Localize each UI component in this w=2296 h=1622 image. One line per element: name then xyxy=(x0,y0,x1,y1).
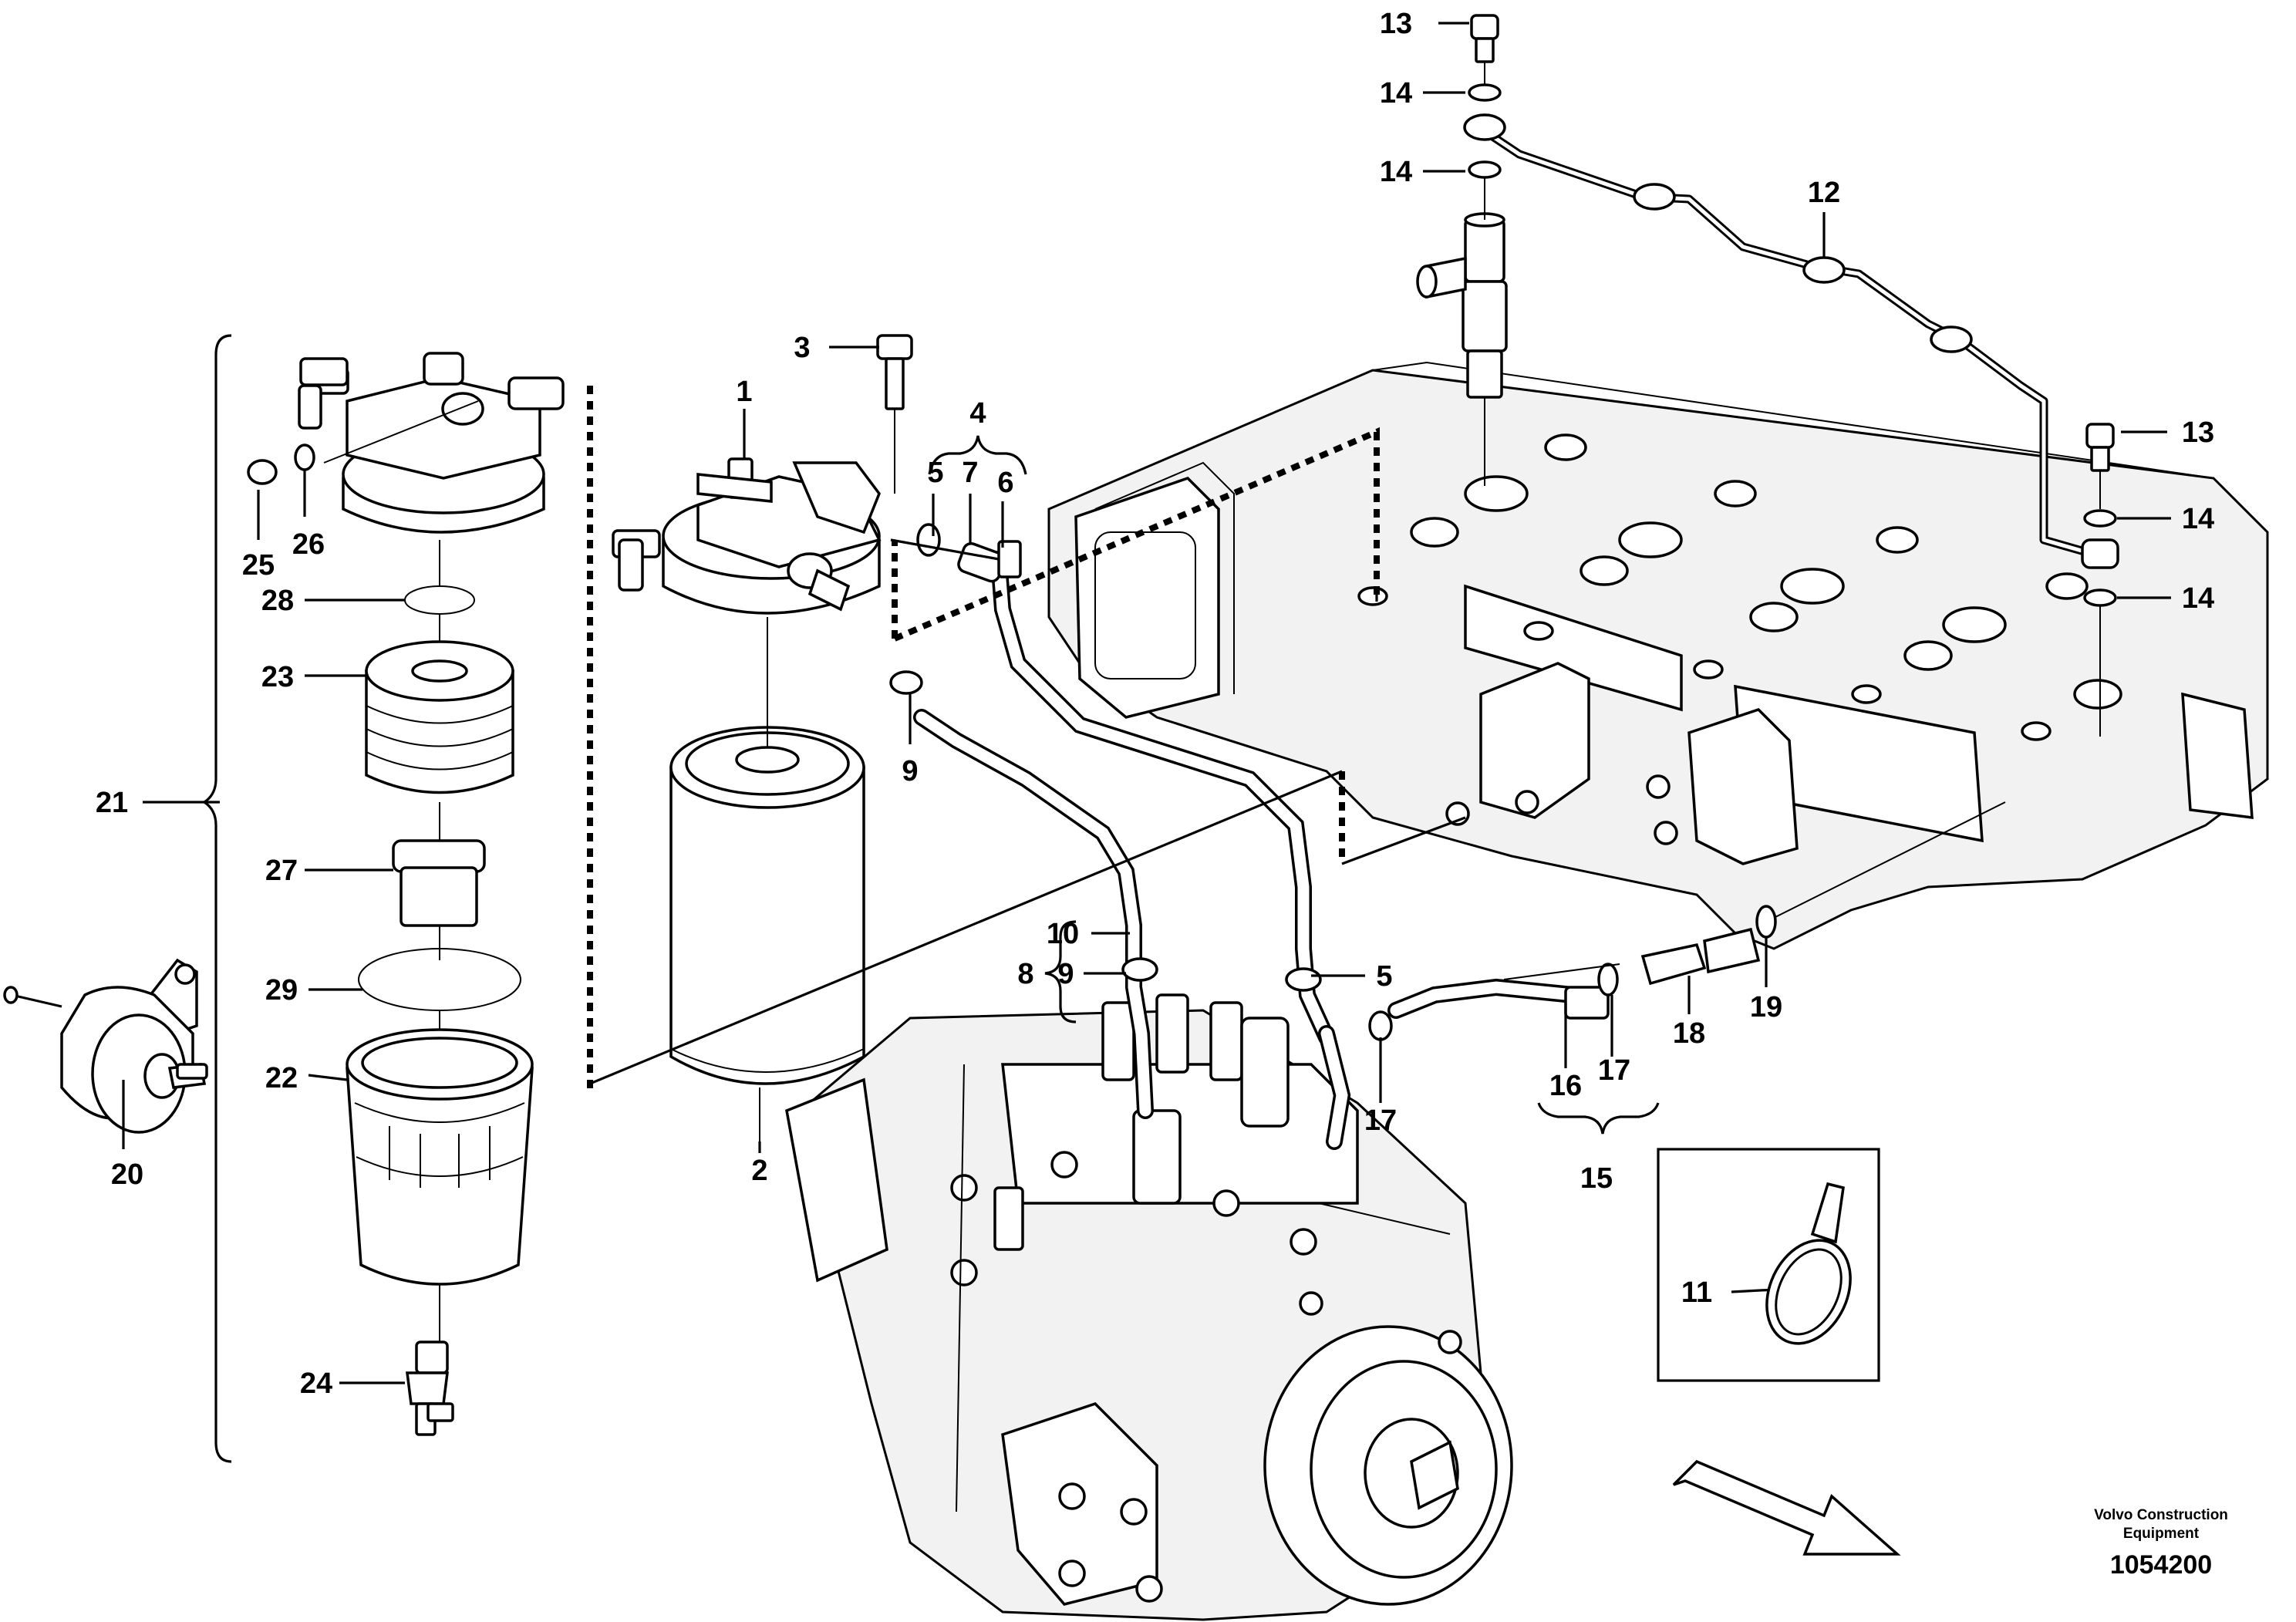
callout-labels: 1 2 3 4 5 7 6 9 10 9 8 5 17 16 17 15 18 … xyxy=(96,8,2214,1400)
brand-line-1: Volvo Construction xyxy=(2094,1507,2228,1523)
callout-14d: 14 xyxy=(2182,582,2214,615)
callout-8: 8 xyxy=(1017,958,1033,990)
fuel-pump-electric xyxy=(3,958,208,1134)
callout-2: 2 xyxy=(751,1155,767,1187)
bolt-3 xyxy=(876,334,913,494)
callout-1: 1 xyxy=(736,376,752,408)
brand-block: Volvo Construction Equipment 1054200 xyxy=(2094,1507,2228,1580)
callout-15: 15 xyxy=(1580,1162,1613,1195)
callout-13b: 13 xyxy=(2182,416,2214,449)
hose-clamps xyxy=(889,523,1619,1041)
intake-bracket xyxy=(1445,662,1799,865)
direction-arrow-icon xyxy=(1672,1459,1901,1556)
callout-14a: 14 xyxy=(1380,77,1412,110)
callout-17b: 17 xyxy=(1598,1054,1630,1087)
callout-13a: 13 xyxy=(1380,8,1412,40)
fuel-filter-main xyxy=(669,617,865,1141)
callout-26: 26 xyxy=(292,528,325,561)
callout-14b: 14 xyxy=(1380,156,1412,188)
callout-22: 22 xyxy=(265,1062,298,1094)
callout-17a: 17 xyxy=(1364,1104,1397,1137)
callout-9b: 9 xyxy=(1057,958,1074,990)
water-separator-assembly xyxy=(247,352,565,1436)
callout-11: 11 xyxy=(1681,1276,1712,1309)
callout-20: 20 xyxy=(111,1158,143,1191)
head-ports xyxy=(1357,433,2122,741)
callout-12: 12 xyxy=(1808,177,1840,209)
callout-16: 16 xyxy=(1549,1070,1582,1102)
fuel-hoses xyxy=(913,540,1610,1251)
callout-28: 28 xyxy=(261,585,294,617)
brand-line-2: Equipment xyxy=(2123,1526,2200,1542)
callout-24: 24 xyxy=(300,1367,332,1400)
callout-6: 6 xyxy=(997,467,1013,499)
inset-box-cable-tie xyxy=(1657,1148,1880,1382)
callout-29: 29 xyxy=(265,974,298,1007)
callout-5b: 5 xyxy=(1376,960,1392,993)
part-number: 1054200 xyxy=(2110,1550,2212,1580)
callout-21: 21 xyxy=(96,787,128,819)
callout-19: 19 xyxy=(1750,991,1782,1023)
callout-27: 27 xyxy=(265,855,298,887)
leader-lines xyxy=(122,22,2171,1463)
callout-14c: 14 xyxy=(2182,503,2214,535)
fitting-connector xyxy=(1503,801,2006,986)
injection-pump xyxy=(785,993,1513,1621)
injector xyxy=(1416,162,1508,486)
callout-9a: 9 xyxy=(902,755,918,787)
callout-7: 7 xyxy=(962,457,978,489)
cylinder-head xyxy=(1047,361,2269,950)
callout-25: 25 xyxy=(242,549,275,582)
callout-10: 10 xyxy=(1047,918,1079,950)
callout-5a: 5 xyxy=(927,457,943,489)
callout-3: 3 xyxy=(794,332,810,364)
callout-23: 23 xyxy=(261,661,294,693)
callout-18: 18 xyxy=(1673,1017,1705,1050)
banjo-bolts xyxy=(1468,14,2117,737)
fuel-return-pipe xyxy=(1463,113,2119,569)
filter-head xyxy=(612,457,882,615)
pump-bolts xyxy=(950,1151,1462,1603)
callout-4: 4 xyxy=(969,397,986,430)
dashed-reference-lines xyxy=(587,386,1466,1091)
pump-outlets xyxy=(1101,993,1290,1205)
